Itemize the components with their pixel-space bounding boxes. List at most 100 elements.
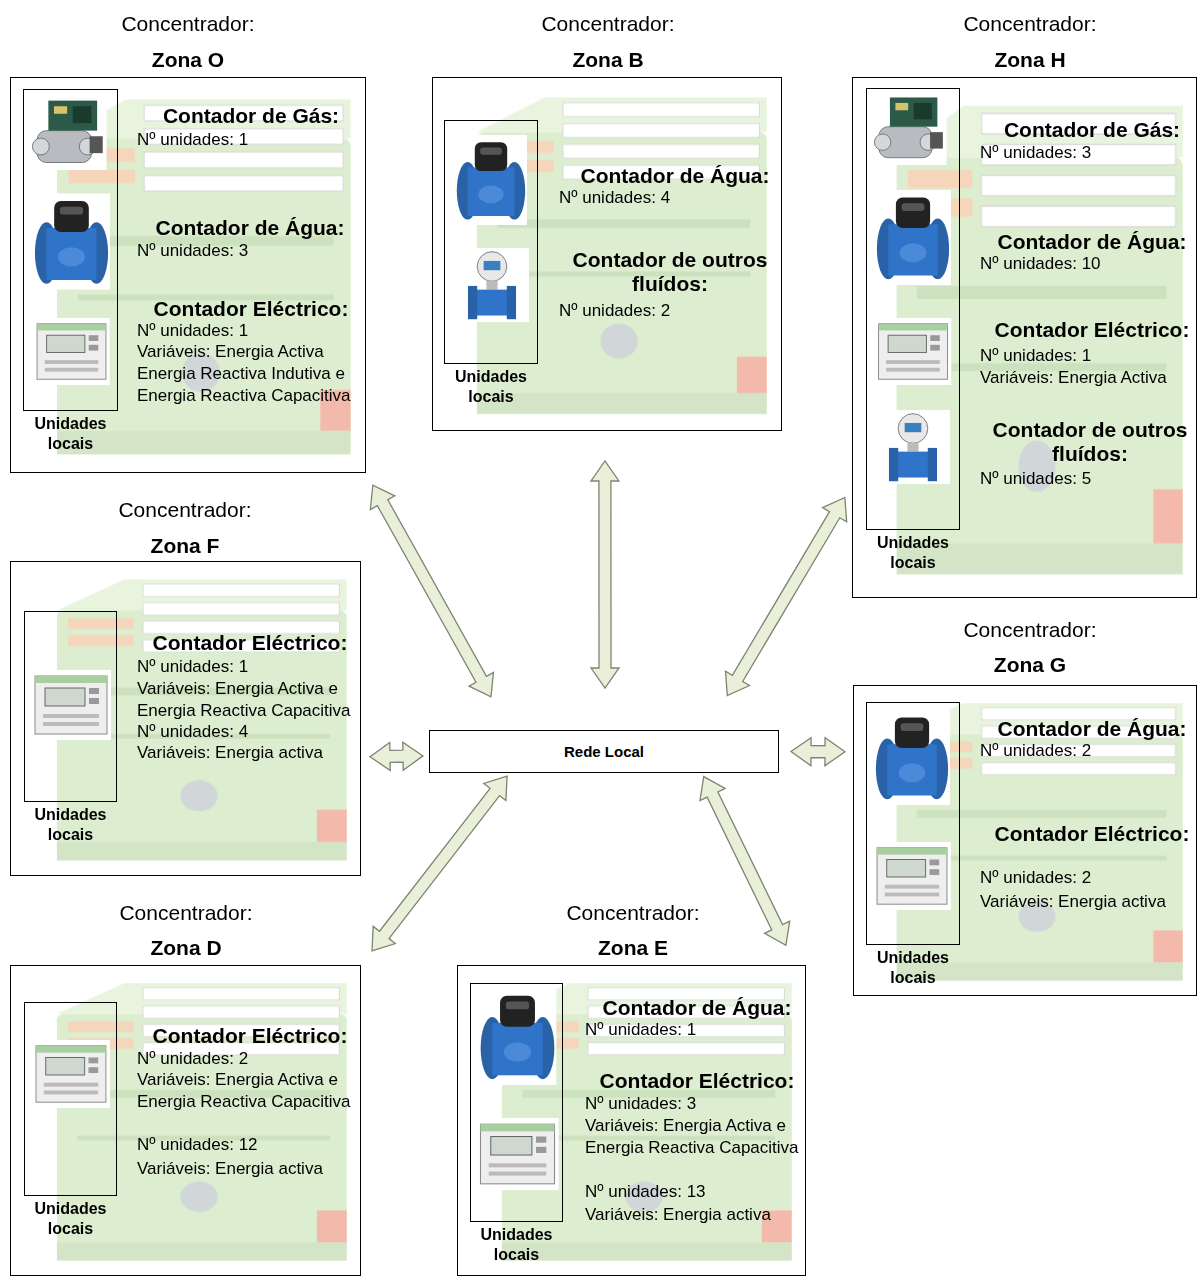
meter-detail: Nº unidades: 3 bbox=[980, 142, 1091, 164]
units-label: Unidades locais bbox=[457, 1225, 576, 1265]
meter-detail: Variáveis: Energia Activa Energia Reacti… bbox=[137, 341, 357, 407]
concentrator-label: Concentrador: bbox=[25, 498, 345, 522]
local-units-box: Unidades locais bbox=[23, 89, 118, 411]
meter-detail: Nº unidades: 3 bbox=[137, 240, 248, 262]
units-label: Unidades locais bbox=[853, 533, 973, 573]
double-arrow bbox=[370, 485, 493, 697]
units-label: Unidades locais bbox=[11, 805, 130, 845]
meter-type: Contador de outros fluídos: bbox=[988, 418, 1193, 466]
gas-meter-icon bbox=[32, 95, 107, 170]
double-arrow bbox=[725, 498, 846, 696]
meter-type: Contador de Água: bbox=[962, 230, 1198, 254]
meter-detail: Nº unidades: 1 bbox=[137, 129, 248, 151]
meter-type: Contador de Gás: bbox=[121, 104, 381, 128]
units-label: Unidades locais bbox=[11, 1199, 130, 1239]
local-units-box: Unidades locais bbox=[866, 702, 960, 945]
arrow-shape bbox=[725, 498, 846, 696]
meter-detail: Nº unidades: 4 bbox=[559, 187, 670, 209]
double-arrow bbox=[591, 461, 619, 688]
concentrator-label: Concentrador: bbox=[870, 618, 1190, 642]
concentrator-box: Concentrador:Zona GContador de Água:Nº u… bbox=[853, 685, 1197, 996]
zone-name: Zona E bbox=[473, 936, 793, 960]
units-label: Unidades locais bbox=[10, 414, 131, 454]
double-arrow bbox=[791, 738, 845, 766]
meter-detail: Variáveis: Energia activa bbox=[137, 742, 323, 764]
gas-meter-icon bbox=[874, 92, 947, 165]
arrow-shape bbox=[591, 461, 619, 688]
water-meter-icon bbox=[874, 710, 950, 805]
meter-detail: Nº unidades: 2 bbox=[980, 867, 1091, 889]
meter-detail: Nº unidades: 1 bbox=[137, 320, 248, 342]
zone-name: Zona G bbox=[870, 653, 1190, 677]
concentrator-box: Concentrador:Zona BContador de Água:Nº u… bbox=[432, 77, 782, 431]
concentrator-label: Concentrador: bbox=[448, 12, 768, 36]
meter-type: Contador de outros fluídos: bbox=[563, 248, 778, 296]
local-units-box: Unidades locais bbox=[470, 983, 563, 1222]
double-arrow bbox=[700, 777, 790, 946]
meter-detail: Variáveis: Energia Activa e Energia Reac… bbox=[137, 1069, 357, 1113]
electric-meter-icon bbox=[875, 318, 952, 385]
flow-meter-icon bbox=[876, 410, 950, 484]
concentrator-label: Concentrador: bbox=[473, 901, 793, 925]
electric-meter-icon bbox=[31, 670, 111, 740]
local-units-box: Unidades locais bbox=[24, 611, 117, 802]
zone-name: Zona D bbox=[26, 936, 346, 960]
local-units-box: Unidades locais bbox=[24, 1002, 117, 1196]
network-box: Rede Local bbox=[429, 730, 779, 773]
network-label: Rede Local bbox=[430, 731, 778, 772]
double-arrow bbox=[370, 742, 423, 770]
zone-name: Zona B bbox=[448, 48, 768, 72]
local-units-box: Unidades locais bbox=[866, 88, 960, 530]
electric-meter-icon bbox=[32, 1040, 110, 1108]
arrow-shape bbox=[372, 776, 507, 951]
meter-detail: Variáveis: Energia Activa e Energia Reac… bbox=[585, 1115, 805, 1159]
electric-meter-icon bbox=[873, 842, 951, 910]
meter-detail: Variáveis: Energia Activa bbox=[980, 367, 1167, 389]
meter-detail: Nº unidades: 2 bbox=[980, 740, 1091, 762]
concentrator-label: Concentrador: bbox=[870, 12, 1190, 36]
arrow-shape bbox=[370, 742, 423, 770]
concentrator-box: Concentrador:Zona EContador de Água:Nº u… bbox=[457, 965, 806, 1276]
concentrator-box: Concentrador:Zona DContador Eléctrico:Nº… bbox=[10, 965, 361, 1276]
electric-meter-icon bbox=[476, 1118, 558, 1190]
water-meter-icon bbox=[875, 190, 951, 285]
meter-type: Contador Eléctrico: bbox=[121, 297, 381, 321]
arrow-shape bbox=[370, 485, 493, 697]
meter-type: Contador Eléctrico: bbox=[962, 318, 1198, 342]
meter-type: Contador Eléctrico: bbox=[120, 1024, 380, 1048]
meter-type: Contador de Água: bbox=[120, 216, 380, 240]
water-meter-icon bbox=[479, 988, 557, 1085]
meter-detail: Nº unidades: 12 bbox=[137, 1134, 258, 1156]
meter-detail: Nº unidades: 1 bbox=[137, 656, 248, 678]
concentrator-box: Concentrador:Zona HContador de Gás:Nº un… bbox=[852, 77, 1197, 598]
meter-type: Contador Eléctrico: bbox=[120, 631, 380, 655]
meter-detail: Nº unidades: 4 bbox=[137, 721, 248, 743]
concentrator-label: Concentrador: bbox=[28, 12, 348, 36]
double-arrow bbox=[372, 776, 507, 951]
meter-detail: Variáveis: Energia activa bbox=[137, 1158, 323, 1180]
zone-name: Zona H bbox=[870, 48, 1190, 72]
meter-detail: Nº unidades: 2 bbox=[559, 300, 670, 322]
meter-detail: Nº unidades: 1 bbox=[585, 1019, 696, 1041]
meter-type: Contador Eléctrico: bbox=[962, 822, 1198, 846]
concentrator-box: Concentrador:Zona FContador Eléctrico:Nº… bbox=[10, 561, 361, 876]
meter-type: Contador de Água: bbox=[962, 717, 1198, 741]
meter-detail: Nº unidades: 1 bbox=[980, 345, 1091, 367]
local-units-box: Unidades locais bbox=[444, 120, 538, 364]
arrow-shape bbox=[700, 777, 790, 946]
arrow-shape bbox=[791, 738, 845, 766]
meter-detail: Nº unidades: 2 bbox=[137, 1048, 248, 1070]
flow-meter-icon bbox=[455, 248, 529, 322]
meter-detail: Nº unidades: 5 bbox=[980, 468, 1091, 490]
water-meter-icon bbox=[33, 193, 110, 289]
meter-detail: Variáveis: Energia Activa e Energia Reac… bbox=[137, 678, 357, 722]
units-label: Unidades locais bbox=[853, 948, 973, 988]
meter-detail: Nº unidades: 13 bbox=[585, 1181, 706, 1203]
meter-type: Contador Eléctrico: bbox=[567, 1069, 827, 1093]
zone-name: Zona F bbox=[25, 534, 345, 558]
meter-detail: Nº unidades: 10 bbox=[980, 253, 1101, 275]
meter-type: Contador de Água: bbox=[567, 996, 827, 1020]
meter-detail: Variáveis: Energia activa bbox=[980, 891, 1166, 913]
concentrator-label: Concentrador: bbox=[26, 901, 346, 925]
